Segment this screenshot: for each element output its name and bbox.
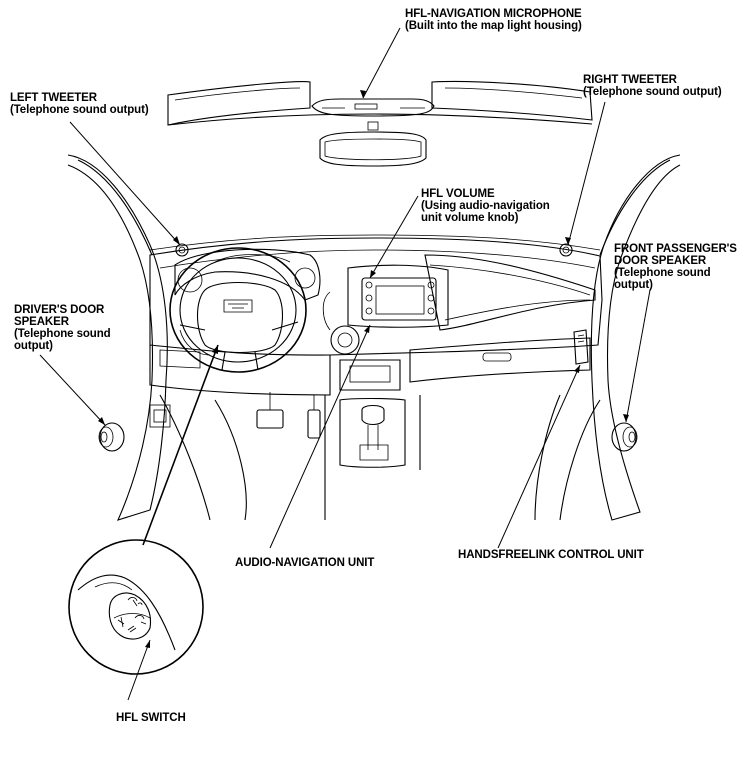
- center-stack: [322, 264, 449, 391]
- label-line: DRIVER'S DOOR: [14, 304, 105, 316]
- label-hfl-switch: HFL SWITCH: [116, 712, 186, 724]
- label-line: output): [14, 340, 53, 352]
- label-handsfreelink-control-unit: HANDSFREELINK CONTROL UNIT: [458, 549, 644, 561]
- leader-lines: [39, 27, 651, 701]
- hfl-switch-inset: [68, 539, 204, 675]
- label-hfl-volume: HFL VOLUME (Using audio-navigation unit …: [421, 188, 550, 224]
- label-right-tweeter: RIGHT TWEETER (Telephone sound output): [583, 74, 722, 98]
- label-line: FRONT PASSENGER'S: [614, 243, 737, 255]
- label-drivers-door-speaker: DRIVER'S DOOR SPEAKER (Telephone sound o…: [14, 304, 111, 352]
- label-line: (Telephone sound: [14, 328, 111, 340]
- map-light-housing: [311, 98, 435, 117]
- label-line: (Built into the map light housing): [405, 20, 582, 32]
- pedals: [149, 392, 321, 439]
- rear-view-mirror: [319, 121, 427, 167]
- handsfreelink-control-unit: [573, 329, 589, 365]
- label-line: RIGHT TWEETER: [583, 74, 677, 86]
- right-tweeter: [559, 243, 573, 257]
- label-line: HFL VOLUME: [421, 188, 495, 200]
- center-console: [324, 395, 421, 520]
- passenger-door-speaker: [611, 422, 638, 452]
- label-line: HANDSFREELINK CONTROL UNIT: [458, 549, 644, 561]
- label-front-passengers-door-speaker: FRONT PASSENGER'S DOOR SPEAKER (Telephon…: [614, 243, 737, 291]
- label-audio-navigation-unit: AUDIO-NAVIGATION UNIT: [235, 557, 374, 569]
- label-line: (Using audio-navigation: [421, 200, 550, 212]
- label-hfl-navigation-microphone: HFL-NAVIGATION MICROPHONE (Built into th…: [405, 8, 582, 32]
- roof-headliner: [167, 80, 593, 126]
- label-line: HFL SWITCH: [116, 712, 186, 724]
- label-left-tweeter: LEFT TWEETER (Telephone sound output): [10, 92, 149, 116]
- label-line: HFL-NAVIGATION MICROPHONE: [405, 8, 582, 20]
- label-line: LEFT TWEETER: [10, 92, 97, 104]
- label-line: SPEAKER: [14, 316, 69, 328]
- drivers-door-speaker: [98, 422, 125, 452]
- label-line: (Telephone sound: [614, 267, 711, 279]
- label-line: AUDIO-NAVIGATION UNIT: [235, 557, 375, 569]
- label-line: DOOR SPEAKER: [614, 255, 707, 267]
- body-outline: [67, 154, 681, 521]
- label-line: output): [614, 279, 653, 291]
- label-line: (Telephone sound output): [10, 104, 149, 116]
- label-line: (Telephone sound output): [583, 86, 722, 98]
- steering-wheel: [169, 247, 307, 373]
- left-tweeter: [175, 243, 189, 257]
- instrument-cluster: [174, 248, 321, 301]
- label-line: unit volume knob): [421, 212, 519, 224]
